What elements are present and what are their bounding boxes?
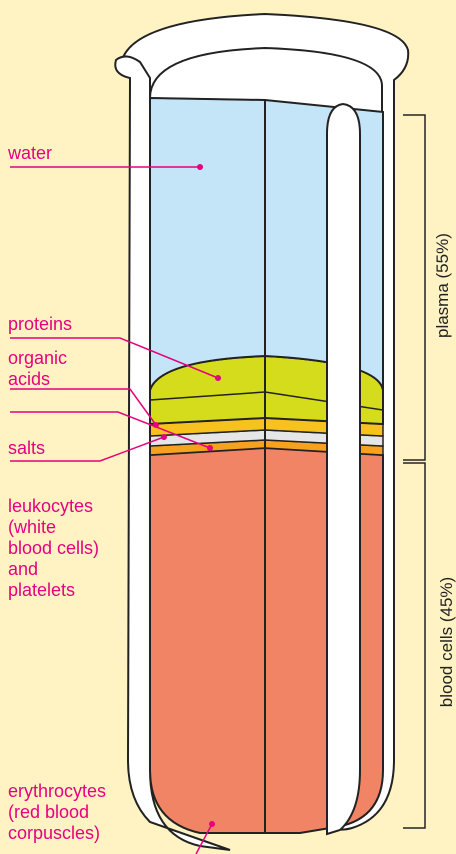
plasma-bracket — [403, 115, 425, 460]
blood-cells-bracket-label: blood cells (45%) — [437, 572, 456, 712]
label-proteins: proteins — [8, 314, 72, 335]
label-erythrocytes: erythrocytes (red blood corpuscles) — [8, 781, 106, 844]
label-water: water — [8, 143, 52, 164]
label-leukocytes: leukocytes (white blood cells) and plate… — [8, 496, 99, 601]
label-organic-acids: organic acids — [8, 348, 67, 390]
label-salts: salts — [8, 438, 45, 459]
plasma-bracket-label: plasma (55%) — [433, 238, 453, 338]
brackets — [403, 115, 425, 828]
blood-cells-bracket — [403, 463, 425, 828]
